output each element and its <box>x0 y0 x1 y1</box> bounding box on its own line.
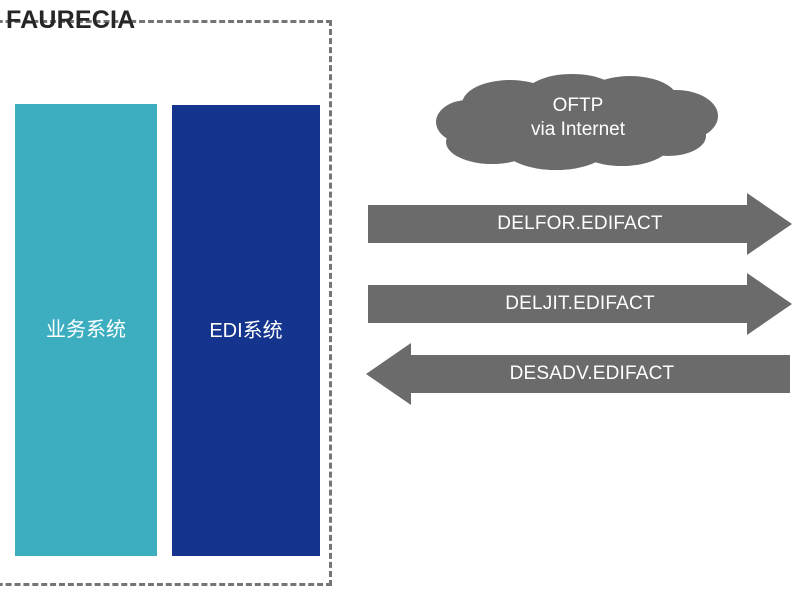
flow-arrow-delfor[interactable]: DELFOR.EDIFACT <box>368 193 792 255</box>
oftp-internet-cloud[interactable]: OFTP via Internet <box>432 70 724 170</box>
arrow-left-icon <box>366 343 790 405</box>
edi-system-box[interactable]: EDI系统 <box>172 105 320 556</box>
flow-arrow-deljit[interactable]: DELJIT.EDIFACT <box>368 273 792 335</box>
edi-system-label: EDI系统 <box>209 319 283 342</box>
business-system-label: 业务系统 <box>46 319 126 341</box>
company-title: FAURECIA <box>6 6 136 34</box>
arrow-right-icon <box>368 193 792 255</box>
faurecia-boundary <box>0 20 332 586</box>
arrow-right-icon <box>368 273 792 335</box>
business-system-box[interactable]: 业务系统 <box>15 104 157 556</box>
cloud-icon <box>436 74 718 170</box>
flow-arrow-desadv[interactable]: DESADV.EDIFACT <box>366 343 790 405</box>
